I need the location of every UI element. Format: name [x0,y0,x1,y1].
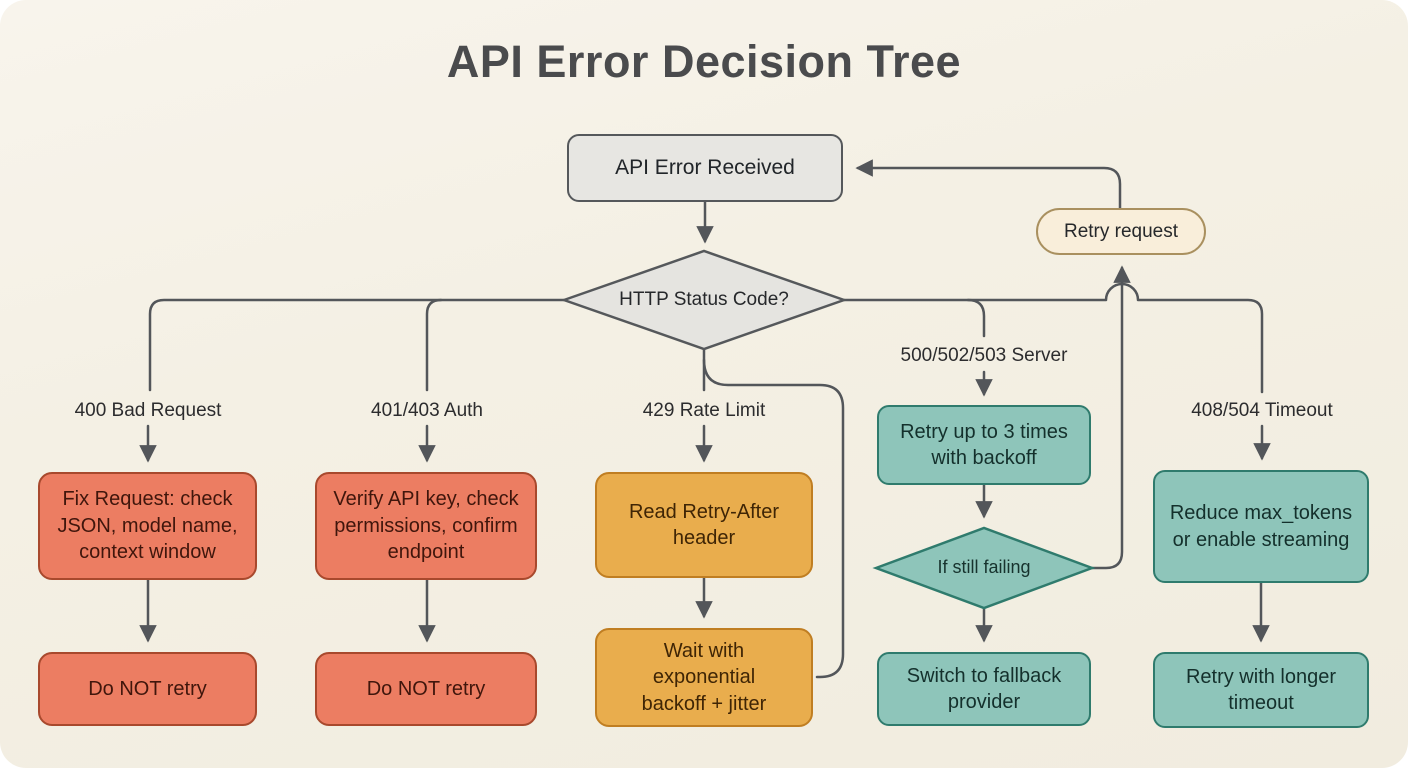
node-api-error-received: API Error Received [567,134,843,202]
connector-rail-left-drop-401 [425,298,443,392]
node-switch-fallback-provider: Switch to fallback provider [877,652,1091,726]
node-do-not-retry-401: Do NOT retry [315,652,537,726]
node-retry-request: Retry request [1036,208,1206,255]
connector-429-loop [702,358,845,679]
node-verify-api-key: Verify API key, check permissions, confi… [315,472,537,580]
node-fix-request: Fix Request: check JSON, model name, con… [38,472,257,580]
node-retry-3-times: Retry up to 3 times with backoff [877,405,1091,485]
decision-http-status-label: HTTP Status Code? [619,289,789,310]
branch-label-429: 429 Rate Limit [642,400,766,421]
branch-label-400: 400 Bad Request [74,400,222,421]
decision-if-still-failing-diamond [872,526,1096,610]
node-do-not-retry-400: Do NOT retry [38,652,257,726]
node-read-retry-after: Read Retry-After header [595,472,813,578]
connector-rail-right [842,282,1264,394]
node-wait-exponential-backoff: Wait with exponential backoff + jitter [595,628,813,727]
branch-label-401-403: 401/403 Auth [371,400,483,421]
connector-rail-right-drop-500 [966,298,986,338]
connector-ifstillfailing-to-retrypill [1090,265,1131,570]
connector-retrypill-to-start [855,159,1122,210]
node-retry-longer-timeout: Retry with longer timeout [1153,652,1369,728]
node-reduce-max-tokens: Reduce max_tokens or enable streaming [1153,470,1369,583]
connector-rail-left [148,298,566,392]
branch-label-408-504: 408/504 Timeout [1191,400,1333,421]
decision-if-still-failing-label: If still failing [937,557,1031,577]
decision-http-status-diamond [560,249,848,351]
branch-label-500-502-503: 500/502/503 Server [900,345,1068,366]
diagram-title: API Error Decision Tree [446,36,962,87]
